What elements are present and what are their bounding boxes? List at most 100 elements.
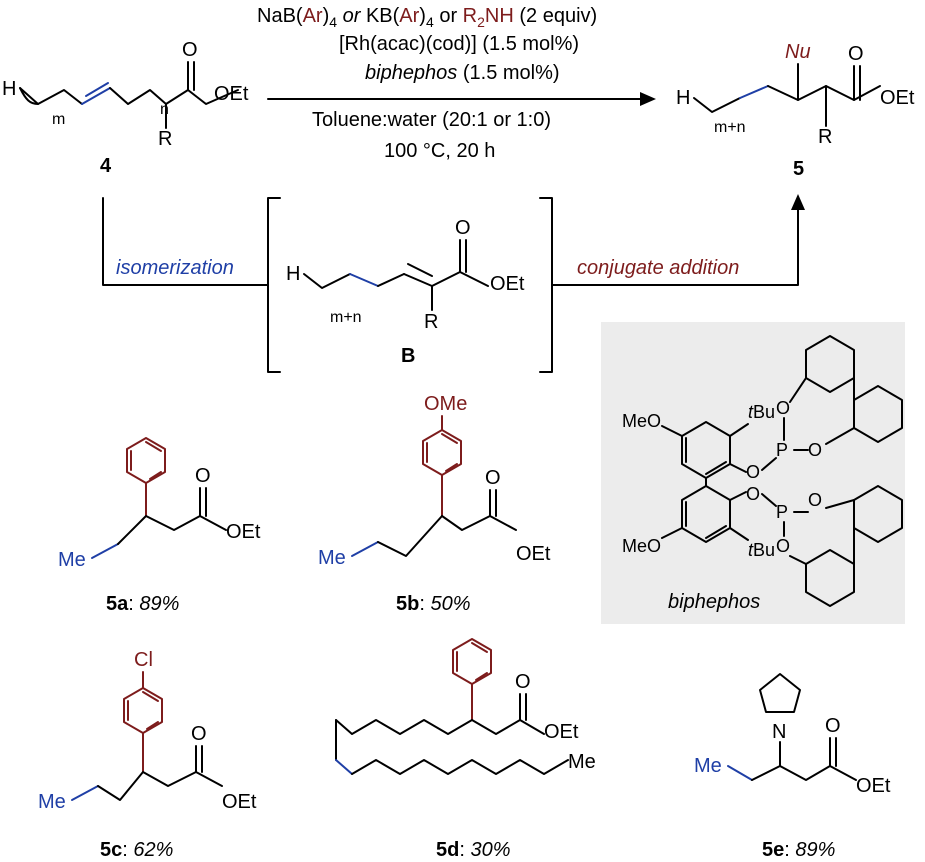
5d-ester-chain xyxy=(471,719,545,735)
intermediate-bond-2 xyxy=(377,273,405,287)
biphephos-p2: P xyxy=(776,502,788,522)
biphephos-top-o-bond xyxy=(729,463,747,473)
5c-oet-label: OEt xyxy=(222,791,257,813)
biphephos-o5: O xyxy=(808,490,822,510)
reactant-ester-chain xyxy=(165,89,239,105)
5d-me-label: Me xyxy=(568,751,596,773)
product-5: H m+n Nu O OEt R 5 xyxy=(676,41,915,180)
5d-upper-chain xyxy=(335,719,473,735)
conditions-line4: Toluene:water (20:1 or 1:0) xyxy=(312,109,551,131)
biphephos-o1: O xyxy=(746,462,760,482)
biphephos-p1-bonds xyxy=(783,417,809,451)
biphephos-biphenyl-1-links xyxy=(789,377,855,445)
5b-aryl-inner xyxy=(426,433,458,472)
product-blue-bond xyxy=(739,85,769,99)
5b-blue-bond xyxy=(351,541,379,557)
conditions-line2: [Rh(acac)(cod)] (1.5 mol%) xyxy=(339,33,579,55)
5e-oet-label: OEt xyxy=(856,775,891,797)
biphephos-tbu-top: tBu xyxy=(748,402,775,422)
5b-me-label: Me xyxy=(318,547,346,569)
5b-o-label: O xyxy=(485,467,501,489)
5a-carbonyl xyxy=(199,487,207,517)
5c-aryl xyxy=(123,687,163,734)
reactant-4: H m n O OEt R 4 xyxy=(2,39,249,177)
5d-oet-label: OEt xyxy=(544,721,579,743)
product-number: 5 xyxy=(793,158,804,180)
product-nu-label: Nu xyxy=(785,41,811,63)
5d-lower-chain xyxy=(351,759,569,775)
product-5d: O OEt Me 5d: 30% xyxy=(335,638,596,861)
product-5b: OMe Me O OEt 5b: 50% xyxy=(318,393,551,615)
reactant-h-label: H xyxy=(2,78,16,100)
5e-carbonyl xyxy=(829,737,837,767)
isomerization-path-line xyxy=(102,197,269,286)
biphephos-meo-top: MeO xyxy=(622,411,661,431)
product-5e: N Me O OEt 5e: 89% xyxy=(694,673,891,861)
5e-caption: 5e: 89% xyxy=(762,839,835,861)
5e-o-label: O xyxy=(825,715,841,737)
biphephos-biphenyl-2-links xyxy=(789,499,855,565)
biphephos-panel: MeO tBu MeO tBu O P O O O P O O biphepho… xyxy=(601,322,905,624)
intermediate-o-label: O xyxy=(455,217,471,239)
5c-aryl-inner xyxy=(127,691,159,730)
biphephos-bottom-o-bond xyxy=(729,491,747,501)
5e-chain xyxy=(751,765,857,781)
intermediate-ester-chain xyxy=(431,271,489,287)
product-carbonyl xyxy=(853,65,861,101)
5a-o-label: O xyxy=(195,465,211,487)
biphephos-bottom-meo-bond xyxy=(661,527,683,539)
5d-o-label: O xyxy=(515,671,531,693)
5a-chain xyxy=(117,515,227,545)
product-r-label: R xyxy=(818,126,832,148)
reactant-o-label: O xyxy=(182,39,198,61)
5d-phenyl xyxy=(452,638,492,685)
product-5c: Cl Me O OEt 5c: 62% xyxy=(38,649,257,861)
biphephos-o3: O xyxy=(808,440,822,460)
5d-blue-bond xyxy=(335,759,353,775)
5c-o-label: O xyxy=(191,723,207,745)
5b-caption: 5b: 50% xyxy=(396,593,471,615)
biphephos-tbu-bottom: tBu xyxy=(748,540,775,560)
reactant-alkene-2 xyxy=(85,82,109,97)
reaction-conditions: NaB(Ar)4 or KB(Ar)4 or R2NH (2 equiv) [R… xyxy=(257,5,656,162)
5c-caption: 5c: 62% xyxy=(100,839,173,861)
product-chain xyxy=(767,85,881,101)
reactant-alkene-1 xyxy=(81,87,111,105)
biphephos-label: biphephos xyxy=(668,591,760,613)
5b-ome-label: OMe xyxy=(424,393,467,415)
main-arrow-head xyxy=(640,92,656,106)
biphephos-o4-p2 xyxy=(761,493,777,507)
5b-oet-label: OEt xyxy=(516,543,551,565)
conditions-line1: NaB(Ar)4 or KB(Ar)4 or R2NH (2 equiv) xyxy=(257,5,597,30)
biphephos-p2-bonds xyxy=(783,511,809,537)
5e-pyrrolidine xyxy=(759,673,801,713)
intermediate-blue-bond xyxy=(349,273,379,287)
5b-chain-a xyxy=(377,515,443,557)
biphephos-o2: O xyxy=(776,398,790,418)
5d-carbonyl xyxy=(519,693,527,721)
reactant-chain-n xyxy=(109,87,167,105)
biphephos-o1-p1 xyxy=(761,457,777,471)
product-o-label: O xyxy=(848,43,864,65)
product-mn-label: m+n xyxy=(714,119,746,136)
5a-caption: 5a: 89% xyxy=(106,593,179,615)
5d-phenyl-inner xyxy=(456,642,488,681)
intermediate-mn-label: m+n xyxy=(330,309,362,326)
biphephos-top-tbu-bond xyxy=(729,423,749,437)
biphephos-biphenyl-2b xyxy=(805,549,855,607)
biphephos-o6: O xyxy=(776,536,790,556)
5b-carbonyl xyxy=(489,489,497,517)
product-bond-1 xyxy=(693,97,741,113)
isomerization-label: isomerization xyxy=(116,257,234,279)
conjugate-arrow-head xyxy=(791,194,805,210)
5a-phenyl xyxy=(126,437,166,484)
conditions-line5: 100 °C, 20 h xyxy=(384,140,495,162)
reactant-r-label: R xyxy=(158,128,172,150)
reactant-m-label: m xyxy=(52,111,65,128)
intermediate-h-label: H xyxy=(286,263,300,285)
conjugate-path-line xyxy=(551,209,799,286)
biphephos-p1: P xyxy=(776,440,788,460)
intermediate-r-label: R xyxy=(424,311,438,333)
left-bracket xyxy=(267,197,281,373)
intermediate-carbonyl xyxy=(459,239,467,273)
